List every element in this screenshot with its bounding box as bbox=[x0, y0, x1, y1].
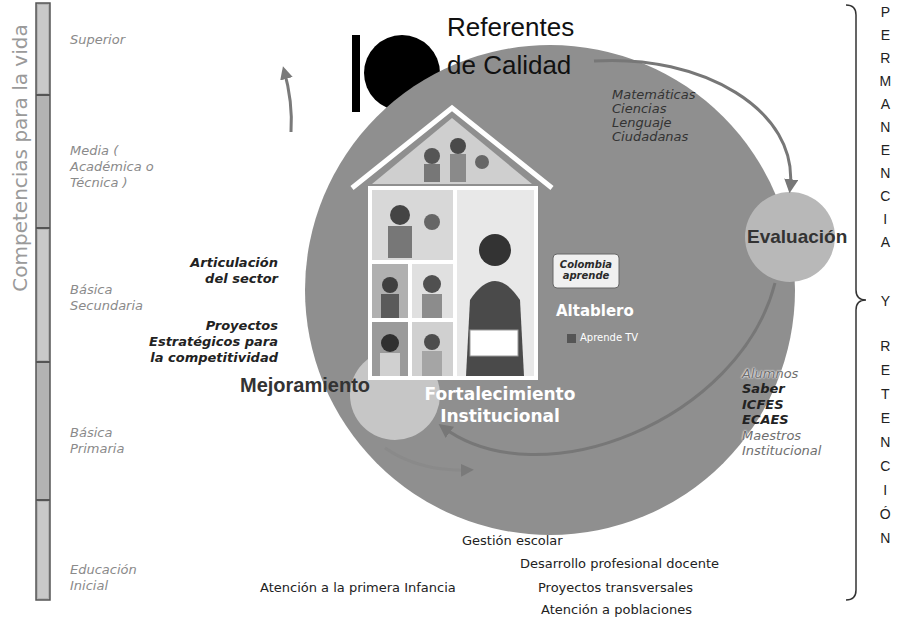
text-label: Superior bbox=[70, 32, 170, 48]
improvement-arrow bbox=[385, 448, 470, 470]
tv-icon bbox=[567, 334, 576, 343]
text-label: RETENCIÓN bbox=[879, 334, 892, 550]
text-label: Alumnos bbox=[742, 366, 798, 381]
node-text: Referentes de Calidad bbox=[447, 8, 587, 84]
flow-arrow bbox=[442, 283, 775, 455]
text-label: ICFES bbox=[742, 397, 784, 412]
text-label: Proyectos Estratégicos para la competiti… bbox=[132, 318, 278, 366]
bracket bbox=[846, 5, 866, 600]
text-label: Atención a poblaciones bbox=[541, 602, 692, 617]
logo-badge bbox=[553, 254, 619, 288]
node-text: Fortalecimiento Institucional bbox=[405, 383, 595, 427]
text-label: Atención a la primera Infancia bbox=[260, 580, 456, 595]
text-label: Saber bbox=[742, 381, 785, 396]
stage-circle: Evaluación bbox=[745, 192, 852, 282]
text-label: Aprende TV bbox=[580, 332, 638, 343]
text-label: Competencias para la vida bbox=[8, 24, 32, 291]
text-label: Media ( Académica o Técnica ) bbox=[70, 143, 170, 191]
level-bar bbox=[36, 3, 50, 600]
text-label: Altablero bbox=[556, 302, 634, 320]
text-label: Maestros bbox=[742, 428, 801, 443]
flow-arrow bbox=[594, 60, 791, 189]
growth-arrow bbox=[284, 70, 291, 132]
node-text: Mejoramiento bbox=[240, 374, 370, 397]
text-label: Matemáticas Ciencias Lenguaje Ciudadanas bbox=[612, 88, 696, 144]
text-label: Proyectos transversales bbox=[538, 580, 693, 595]
text-label: Y bbox=[879, 290, 892, 313]
house-photos bbox=[352, 108, 552, 378]
text-label: Gestión escolar bbox=[462, 533, 563, 548]
text-label: Colombia aprende bbox=[558, 259, 614, 281]
text-label: Articulación del sector bbox=[174, 255, 278, 287]
text-label: Desarrollo profesional docente bbox=[520, 556, 719, 571]
text-label: Educación Inicial bbox=[70, 562, 160, 594]
node-text: Evaluación bbox=[747, 226, 847, 248]
text-label: PERMANENCIA bbox=[879, 1, 892, 254]
text-label: ECAES bbox=[742, 412, 789, 427]
text-label: Básica Secundaria bbox=[70, 282, 162, 314]
text-label: Básica Primaria bbox=[70, 425, 162, 457]
text-label: Institucional bbox=[742, 443, 821, 458]
